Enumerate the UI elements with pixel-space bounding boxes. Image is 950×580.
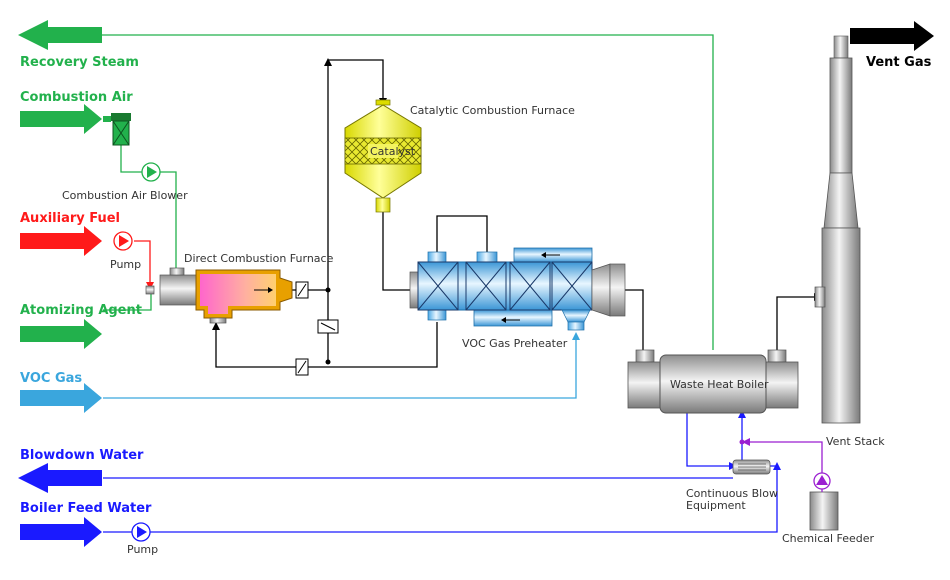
voc-gas-preheater [409, 247, 626, 331]
chemical-feeder-tank [809, 489, 839, 531]
catalyst-outlet-pipe [382, 212, 410, 291]
label-voc-gas-preheater: VOC Gas Preheater [462, 337, 568, 350]
pipes [100, 34, 823, 533]
label-catalyst: Catalyst [370, 145, 416, 158]
damper-return [295, 358, 309, 376]
fuel-pump-icon [113, 231, 133, 251]
bypass-riser [327, 59, 384, 362]
preheater-outlet-pipe [625, 289, 644, 352]
waste-heat-boiler [627, 349, 799, 414]
recovery-steam-arrow [18, 20, 102, 50]
stream-labels: Recovery Steam Combustion Air Auxiliary … [20, 55, 932, 516]
label-vent-gas: Vent Gas [866, 55, 932, 70]
chemical-feed-pipe [742, 441, 823, 473]
blowdown-water-arrow [18, 463, 102, 493]
vent-stack [814, 35, 861, 424]
atomizing-agent-arrow [20, 319, 102, 349]
recovery-steam-pipe [100, 34, 714, 350]
aux-fuel-pipe [134, 240, 151, 282]
label-pump-water: Pump [127, 543, 158, 556]
chemical-pump-icon [813, 472, 831, 490]
label-vent-stack: Vent Stack [826, 435, 885, 448]
voc-gas-pipe [103, 335, 577, 399]
label-direct-combustion-furnace: Direct Combustion Furnace [184, 252, 334, 265]
combustion-air-blower-outlet [151, 171, 177, 270]
preheater-to-dcf-return [215, 322, 438, 368]
label-combustion-air: Combustion Air [20, 90, 133, 105]
label-continuous-blow-1: Continuous Blow [686, 487, 778, 500]
direct-combustion-furnace [145, 267, 293, 324]
label-catalytic-combustion-furnace: Catalytic Combustion Furnace [410, 104, 575, 117]
equipment-labels: Combustion Air Blower Pump Direct Combus… [62, 104, 885, 556]
label-recovery-steam: Recovery Steam [20, 55, 139, 70]
label-blowdown-water: Blowdown Water [20, 448, 144, 463]
label-chemical-feeder: Chemical Feeder [782, 532, 875, 545]
boiler-to-stack-pipe [776, 296, 814, 352]
label-boiler-feed-water: Boiler Feed Water [20, 501, 152, 516]
stream-arrows [18, 20, 934, 547]
combustion-air-filter [103, 113, 131, 146]
label-pump-fuel: Pump [110, 258, 141, 271]
combustion-air-blower-icon [141, 162, 161, 182]
preheater-loop-top [436, 215, 488, 252]
label-combustion-air-blower: Combustion Air Blower [62, 189, 188, 202]
auxiliary-fuel-arrow [20, 226, 102, 256]
damper-dcf-outlet [295, 281, 309, 299]
voc-gas-arrow [20, 383, 102, 413]
dampers [295, 281, 339, 376]
catalytic-combustion-furnace [344, 99, 422, 213]
water-pump-icon [131, 522, 151, 542]
vent-gas-arrow [850, 21, 934, 51]
boiler-blowdown-down [686, 412, 733, 467]
label-auxiliary-fuel: Auxiliary Fuel [20, 211, 120, 226]
continuous-blow-equipment [732, 459, 771, 475]
boiler-feed-pipe [103, 466, 778, 533]
label-atomizing-agent: Atomizing Agent [20, 303, 142, 318]
label-voc-gas: VOC Gas [20, 371, 82, 386]
atomizing-agent-pipe [103, 290, 152, 311]
combustion-air-arrow [20, 104, 102, 134]
damper-bypass [317, 319, 339, 334]
label-continuous-blow-2: Equipment [686, 499, 746, 512]
boiler-feed-water-arrow [20, 517, 102, 547]
combustion-air-pipe [120, 145, 151, 173]
label-waste-heat-boiler: Waste Heat Boiler [670, 378, 769, 391]
